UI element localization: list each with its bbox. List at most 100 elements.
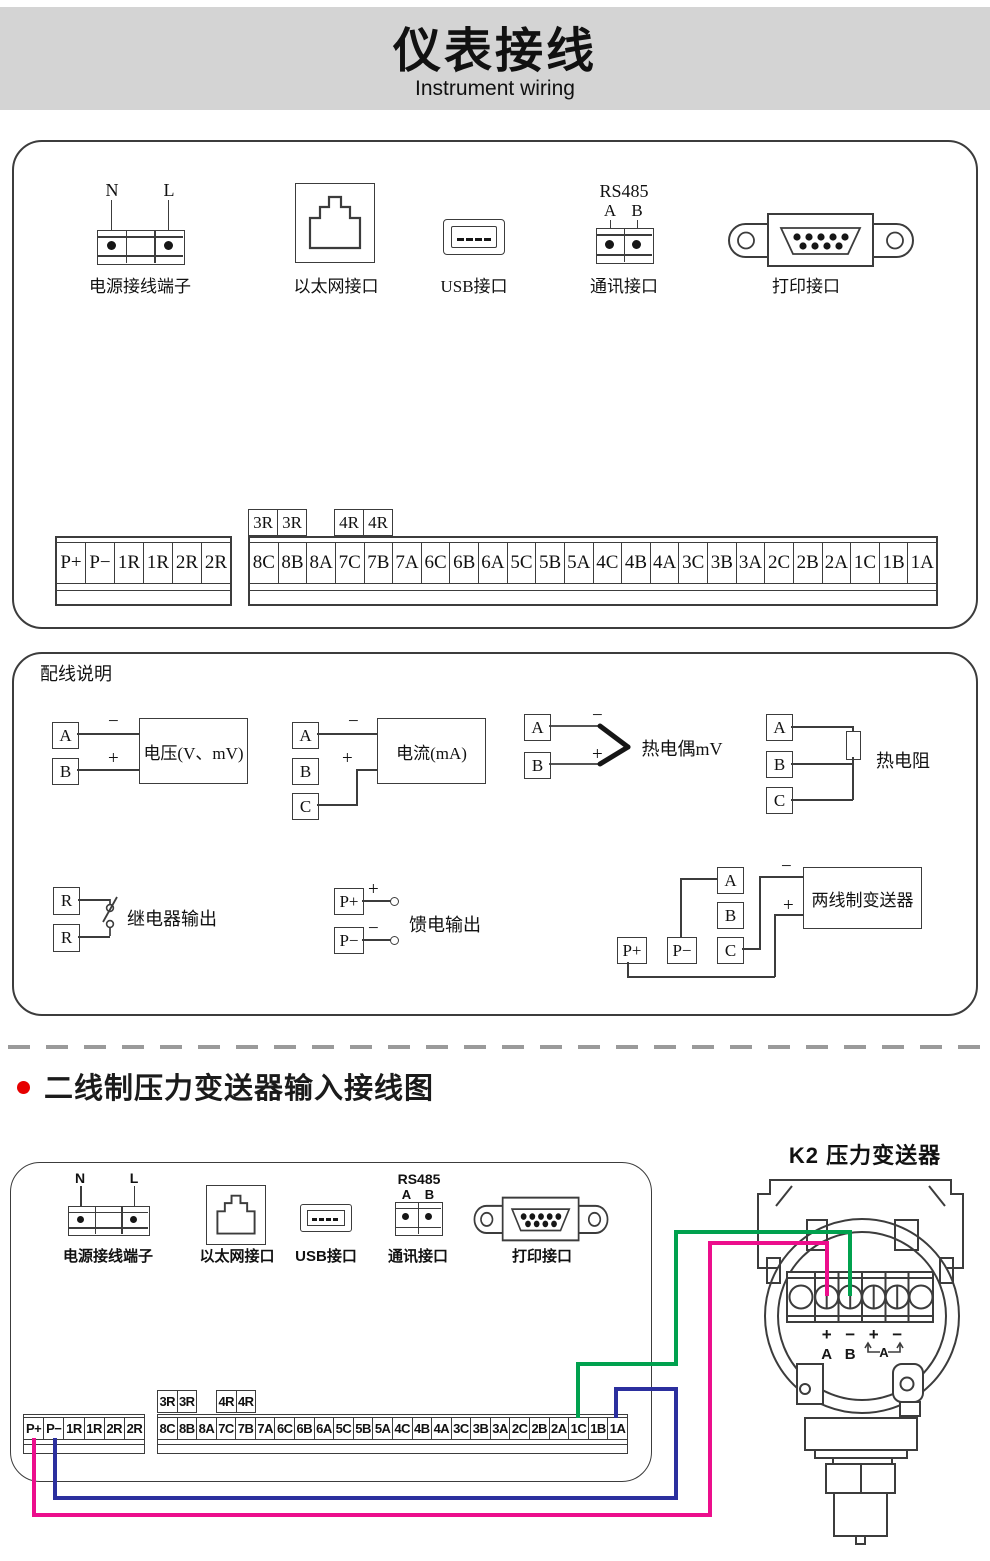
rtd-terminal-c: C xyxy=(766,787,793,814)
printer-label: 打印接口 xyxy=(511,1247,572,1265)
terminal-cell: 1B xyxy=(587,1418,608,1439)
terminal-cell: 2C xyxy=(764,543,793,583)
terminal-cell: 1R xyxy=(143,543,172,583)
current-wire-riser xyxy=(356,769,358,806)
rs485-label: RS485 xyxy=(397,1171,441,1187)
twowire-terminal-pminus: P− xyxy=(667,937,697,964)
comm-label: 通讯接口 xyxy=(590,276,658,296)
comm-block-divider xyxy=(417,1202,420,1234)
section-heading: 二线制压力变送器输入接线图 xyxy=(44,1073,435,1105)
terminal-letter: A xyxy=(821,1346,832,1363)
power-terminal-label: 电源接线端子 xyxy=(89,276,191,296)
terminal-cell: 1C xyxy=(568,1418,588,1439)
terminal-cell: 3C xyxy=(678,543,707,583)
twowire-device-box: 两线制变送器 xyxy=(803,867,922,929)
usb-pin xyxy=(475,238,482,241)
terminal-cell: 8C xyxy=(159,1421,176,1436)
feed-wire-minus xyxy=(362,939,392,941)
dashed-divider xyxy=(8,1045,982,1049)
twowire-terminal-c: C xyxy=(717,937,744,964)
green-wire xyxy=(674,1230,678,1366)
terminal-cell: 5A xyxy=(372,1418,392,1439)
terminal-cell: 7A xyxy=(392,543,421,583)
bracket-letter: A xyxy=(879,1345,889,1360)
terminal-cell: 6B xyxy=(449,543,478,583)
magenta-wire xyxy=(708,1241,829,1245)
terminal-cell: 2R xyxy=(172,543,201,583)
tc-terminal-b: B xyxy=(524,752,551,779)
terminal-cell: P+ xyxy=(60,552,82,573)
magenta-wire xyxy=(32,1513,712,1517)
feed-terminal-pminus: P− xyxy=(334,927,364,954)
twowire-wire xyxy=(742,948,761,950)
terminal-cell: 8A xyxy=(196,1418,216,1439)
rtd-resistor xyxy=(846,731,861,760)
rtd-wire-c xyxy=(791,799,853,801)
twowire-wire xyxy=(627,976,775,978)
terminal-cell: 4A xyxy=(431,1418,451,1439)
terminal-cell: 2B xyxy=(528,1418,549,1439)
twowire-wire xyxy=(627,962,629,977)
terminal-cell: 2A xyxy=(821,543,851,583)
green-wire xyxy=(848,1232,852,1296)
usb-port-inner xyxy=(451,226,497,248)
rtd-wire-riser xyxy=(852,763,854,800)
terminal-cell: 3R xyxy=(159,1394,176,1409)
terminal-cell: 1A xyxy=(607,1418,627,1439)
usb-pin xyxy=(312,1218,317,1221)
current-device-box: 电流(mA) xyxy=(377,718,486,784)
terminal-cell: 1R xyxy=(83,1418,104,1439)
minus-sign: − xyxy=(592,705,603,726)
plus-sign: + xyxy=(368,879,379,900)
pin-n-label: N xyxy=(74,1170,86,1186)
terminal-cell: 3R xyxy=(253,512,273,532)
relay-wire xyxy=(78,899,110,901)
terminal-cell: 2B xyxy=(792,543,822,583)
terminal-cell: 4A xyxy=(649,543,679,583)
pin-n-lead xyxy=(110,200,113,244)
usb-pin xyxy=(466,238,473,241)
db9-connector xyxy=(473,1196,609,1242)
terminal-cell: 5A xyxy=(563,543,593,583)
ethernet-label: 以太网接口 xyxy=(293,276,379,296)
relay-terminal-r1: R xyxy=(53,887,80,915)
terminal-cell: 6C xyxy=(274,1418,294,1439)
power-block-line xyxy=(68,1211,148,1214)
thermocouple-label: 热电偶mV xyxy=(641,739,723,759)
twowire-wire-minus xyxy=(759,876,803,878)
voltage-device-box: 电压(V、mV) xyxy=(139,718,248,784)
terminal-cell: 3A xyxy=(489,1418,510,1439)
pin-l-label: L xyxy=(129,1170,139,1186)
feed-node xyxy=(390,897,399,906)
comm-block-divider xyxy=(623,228,626,262)
pin-n-label: N xyxy=(105,179,119,200)
rj45-icon xyxy=(308,195,362,250)
power-block-line xyxy=(97,236,183,238)
comm-label: 通讯接口 xyxy=(387,1247,448,1265)
terminal-cell: 1A xyxy=(907,543,936,583)
terminal-letter: B xyxy=(845,1346,856,1363)
usb-pin xyxy=(333,1218,338,1221)
rtd-wire-a xyxy=(791,726,853,728)
twowire-wire xyxy=(759,876,761,950)
power-block-line xyxy=(97,255,183,257)
twowire-terminal-b: B xyxy=(717,902,744,929)
usb-pin xyxy=(326,1218,331,1221)
terminal-cell: 8B xyxy=(176,1418,197,1439)
terminal-cell: 7C xyxy=(334,543,364,583)
voltage-wire-plus xyxy=(77,769,139,771)
rtd-wire xyxy=(852,757,854,765)
power-block-divider xyxy=(121,1206,123,1234)
ethernet-port xyxy=(206,1185,266,1245)
comm-contact-dot xyxy=(632,240,641,249)
twowire-wire xyxy=(680,878,682,937)
printer-label: 打印接口 xyxy=(772,276,840,296)
magenta-wire xyxy=(32,1438,36,1517)
usb-label: USB接口 xyxy=(295,1247,357,1265)
terminal-cell: 3B xyxy=(707,543,736,583)
current-wire-c xyxy=(317,804,358,806)
terminal-cell: 7B xyxy=(235,1418,255,1439)
